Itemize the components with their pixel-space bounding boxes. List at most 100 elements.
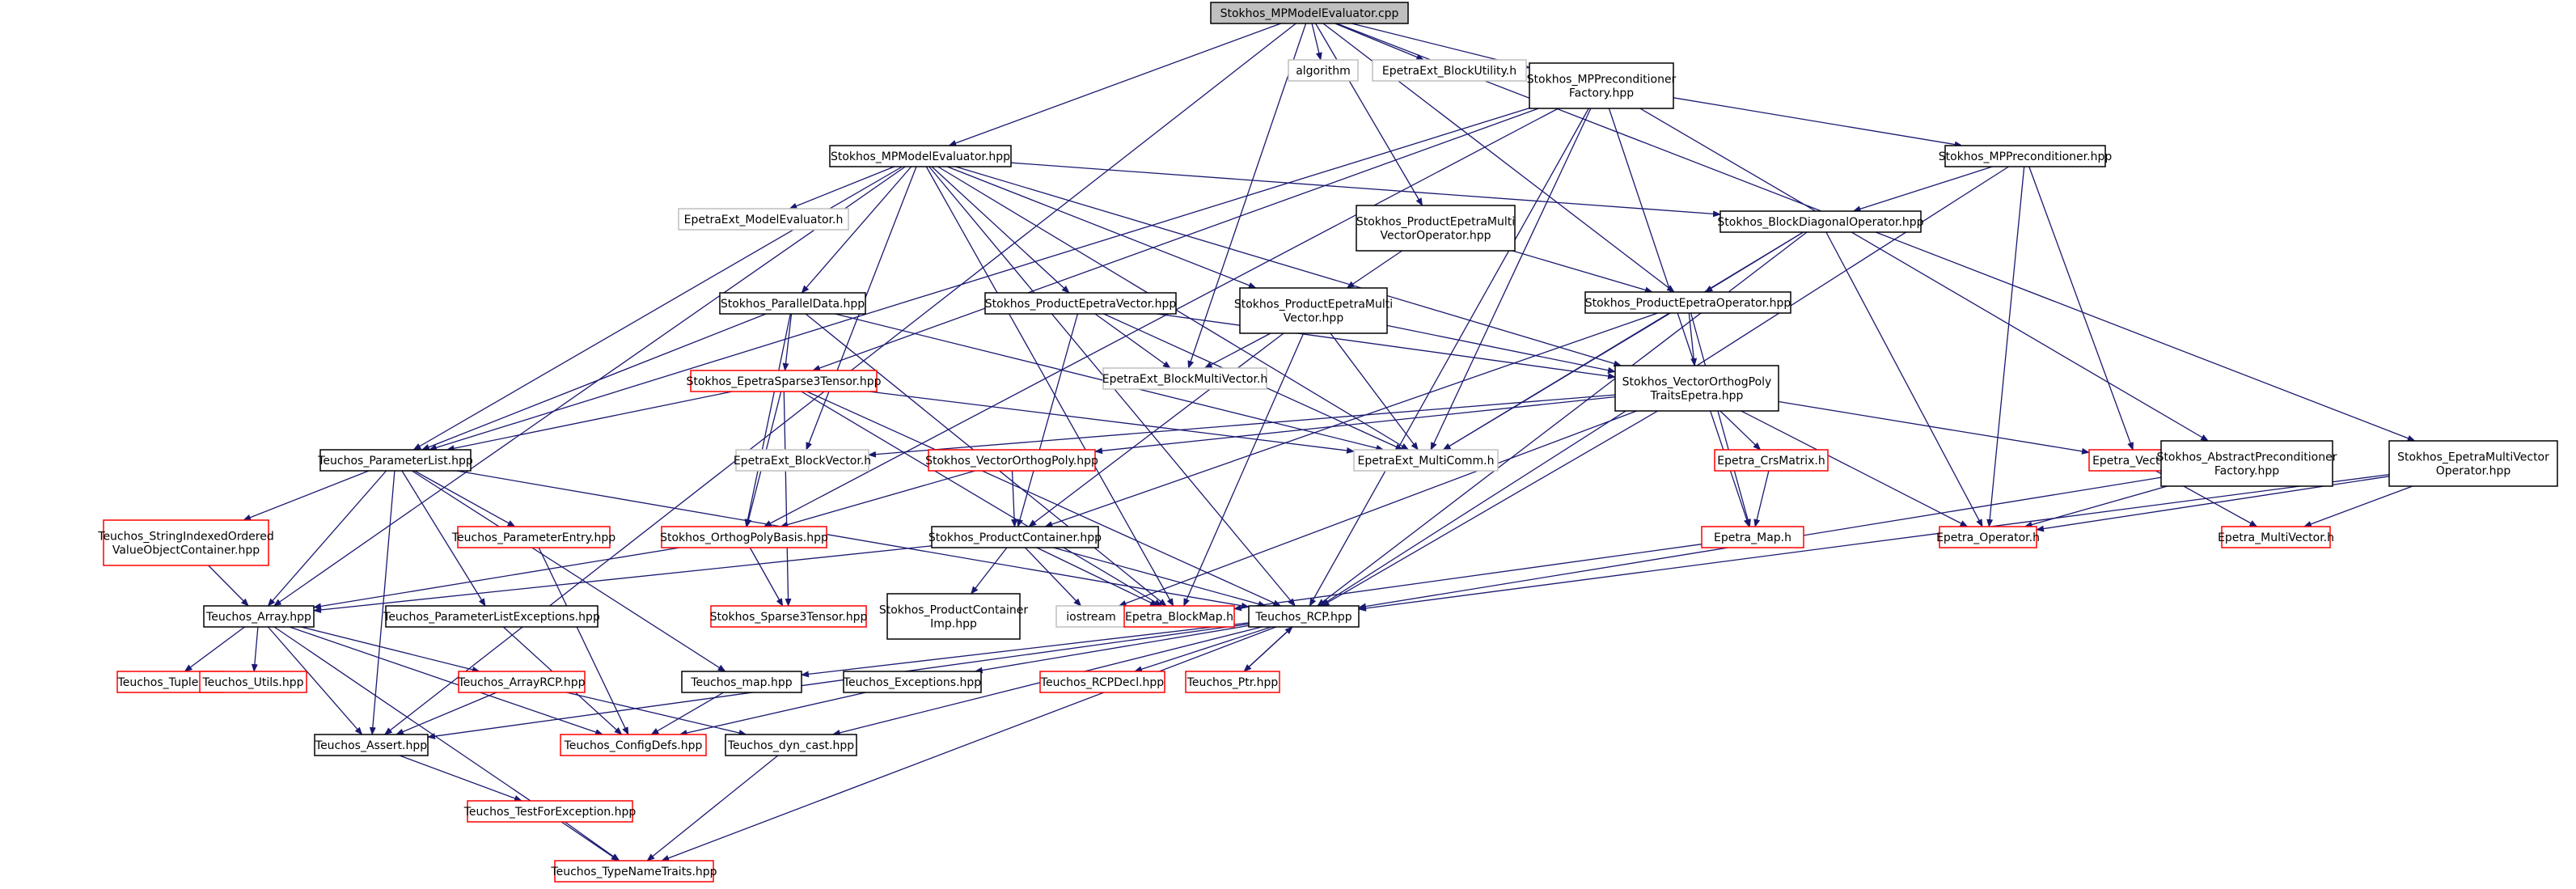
node-label: Epetra_Map.h [1714,531,1791,544]
node-pl[interactable]: Teuchos_ParameterList.hpp [317,449,473,472]
node-eop[interactable]: Epetra_Operator.h [1936,526,2040,548]
node-apf[interactable]: Stokhos_AbstractPreconditionerFactory.hp… [2157,440,2337,487]
node-box [1055,605,1127,628]
edge-pemv-to-vopte [1386,324,1616,374]
node-box [199,671,307,693]
node-pe[interactable]: Teuchos_ParameterEntry.hpp [451,526,615,548]
node-emc[interactable]: EpetraExt_MultiComm.h [1353,449,1499,472]
edge-exc-to-cfg [679,692,866,736]
node-box [725,734,857,756]
node-tnt[interactable]: Teuchos_TypeNameTraits.hpp [550,860,717,883]
node-label: Stokhos_Sparse3Tensor.hpp [710,611,868,624]
node-ptr[interactable]: Teuchos_Ptr.hpp [1185,671,1280,693]
node-rcpd[interactable]: Teuchos_RCPDecl.hpp [1039,671,1165,693]
node-label: Epetra_Operator.h [1936,531,2040,544]
node-cfg[interactable]: Teuchos_ConfigDefs.hpp [560,734,707,756]
node-root[interactable]: Stokhos_MPModelEvaluator.cpp [1210,2,1409,24]
edge-pemvo-to-peo [1512,250,1653,294]
node-box [984,292,1177,315]
node-ple[interactable]: Teuchos_ParameterListExceptions.hpp [383,605,600,628]
node-box [103,519,269,566]
node-ios[interactable]: iostream [1055,605,1127,628]
node-rcp[interactable]: Teuchos_RCP.hpp [1248,605,1360,628]
node-ebm[interactable]: Epetra_BlockMap.h [1123,605,1235,628]
node-label: EpetraExt_BlockVector.h [734,455,871,468]
edge-peo-to-emc [1442,312,1671,451]
node-es3t[interactable]: Stokhos_EpetraSparse3Tensor.hpp [687,370,882,392]
node-arcp[interactable]: Teuchos_ArrayRCP.hpp [458,671,586,693]
node-map[interactable]: Teuchos_map.hpp [681,671,802,693]
node-box [1185,671,1280,693]
node-sivoc[interactable]: Teuchos_StringIndexedOrderedValueObjectC… [97,519,274,566]
node-label: Stokhos_EpetraMultiVector [2397,451,2549,464]
node-label: ValueObjectContainer.hpp [112,544,260,557]
node-pev[interactable]: Stokhos_ProductEpetraVector.hpp [984,292,1177,315]
node-ecrs[interactable]: Epetra_CrsMatrix.h [1714,449,1829,472]
edge-vopte-to-eop [1741,410,1969,527]
node-box [928,449,1096,472]
node-util[interactable]: Teuchos_Utils.hpp [199,671,307,693]
edge-pl-to-pe [414,470,516,527]
edge-apf-to-eop [2024,485,2168,528]
node-box [661,526,827,548]
node-box [1719,210,1922,233]
edge-pemv-to-ebm [1183,332,1305,607]
node-pemvo[interactable]: Stokhos_ProductEpetraMultiVectorOperator… [1356,205,1516,252]
node-box [735,449,869,472]
node-asrt[interactable]: Teuchos_Assert.hpp [314,734,429,756]
node-label: Operator.hpp [2436,465,2511,478]
node-emv[interactable]: Epetra_MultiVector.h [2218,526,2334,548]
node-ebu[interactable]: EpetraExt_BlockUtility.h [1372,59,1527,82]
node-exc[interactable]: Teuchos_Exceptions.hpp [843,671,982,693]
node-emap[interactable]: Epetra_Map.h [1701,526,1804,548]
node-label: Teuchos_RCP.hpp [1254,611,1351,624]
node-arr[interactable]: Teuchos_Array.hpp [203,605,315,628]
node-tfe[interactable]: Teuchos_TestForException.hpp [463,800,637,823]
edge-root-to-pemvo [1315,23,1423,206]
node-s3t[interactable]: Stokhos_Sparse3Tensor.hpp [710,605,868,628]
node-label: Teuchos_Ptr.hpp [1186,676,1279,689]
edge-mppf-to-es3t [812,108,1539,371]
edge-pl-to-sivoc [243,470,370,521]
node-label: Stokhos_MPModelEvaluator.hpp [831,150,1010,163]
node-dyn[interactable]: Teuchos_dyn_cast.hpp [725,734,857,756]
node-algorithm[interactable]: algorithm [1288,59,1359,82]
node-label: EpetraExt_BlockUtility.h [1382,65,1516,78]
node-box [931,526,1099,548]
node-vop[interactable]: Stokhos_VectorOrthogPoly.hpp [925,449,1098,472]
edge-arr-to-arcp [301,626,480,673]
node-ebv[interactable]: EpetraExt_BlockVector.h [734,449,871,472]
node-label: Teuchos_Array.hpp [205,611,311,624]
edge-ecrs-to-emap [1753,470,1770,527]
node-mpme[interactable]: Stokhos_MPModelEvaluator.hpp [829,145,1012,167]
node-label: Stokhos_ProductEpetraMulti [1356,216,1515,229]
edge-arr-to-util [251,626,259,672]
node-mpp[interactable]: Stokhos_MPPreconditioner.hpp [1939,145,2113,167]
edge-rcp-to-map [801,622,1250,678]
edge-peo-to-pc [1044,312,1658,527]
edges-layer [184,23,2416,861]
edge-mpme-to-pemv [946,166,1257,289]
node-opb[interactable]: Stokhos_OrthogPolyBasis.hpp [660,526,828,548]
node-label: Stokhos_ProductEpetraMulti [1234,298,1393,311]
node-label: Teuchos_dyn_cast.hpp [727,739,854,752]
node-label: Epetra_BlockMap.h [1125,611,1233,624]
node-pd[interactable]: Stokhos_ParallelData.hpp [719,292,866,315]
node-box [843,671,982,693]
node-bdo[interactable]: Stokhos_BlockDiagonalOperator.hpp [1717,210,1924,233]
edge-es3t-to-s3t [783,391,792,607]
node-box [1372,59,1527,82]
edge-pc-to-ebm [1036,547,1159,607]
node-peo[interactable]: Stokhos_ProductEpetraOperator.hpp [1584,291,1791,314]
node-pc[interactable]: Stokhos_ProductContainer.hpp [928,526,1102,548]
node-label: Teuchos_Assert.hpp [315,739,427,752]
node-box [1210,2,1409,24]
node-ebmv[interactable]: EpetraExt_BlockMultiVector.h [1102,367,1268,390]
node-eme[interactable]: EpetraExt_ModelEvaluator.h [678,208,849,231]
edge-mppf-to-pl [428,107,1530,451]
